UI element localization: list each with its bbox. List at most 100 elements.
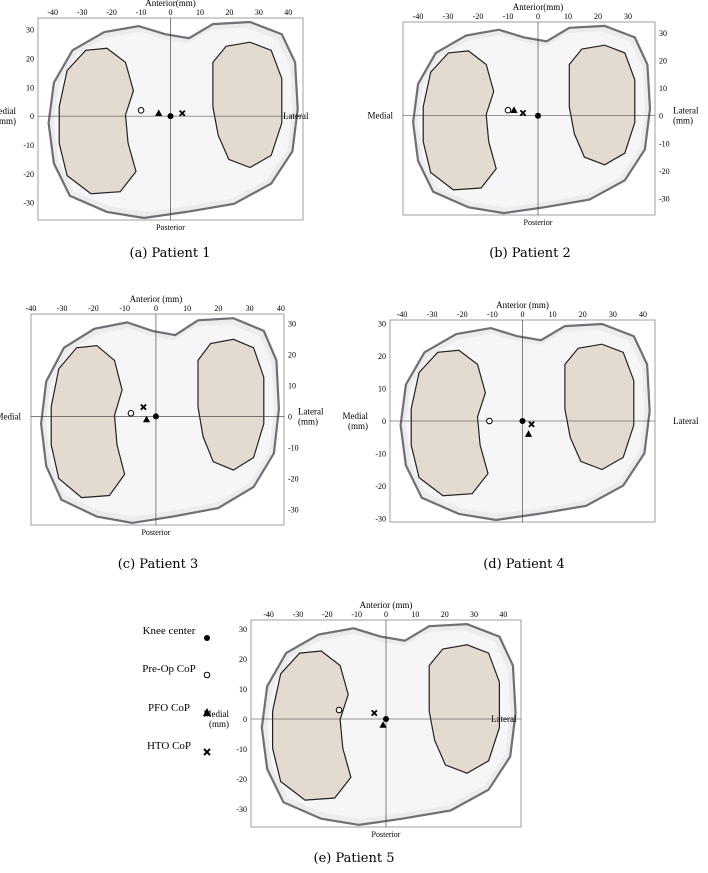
y-tick-label: -20 <box>288 474 299 483</box>
x-tick-label: 0 <box>536 12 540 21</box>
y-tick-label: 20 <box>26 54 34 63</box>
y-tick-label: -30 <box>236 805 247 814</box>
x-tick-label: 30 <box>624 12 632 21</box>
legend-label-hto-cop: HTO CoP <box>146 740 192 752</box>
x-tick-label: 10 <box>183 304 191 313</box>
x-tick-label: -30 <box>293 610 304 619</box>
y-tick-label: 0 <box>243 715 247 724</box>
lateral-contact-area <box>212 41 283 169</box>
posterior-label: Posterior <box>372 830 401 839</box>
x-tick-label: 20 <box>441 610 449 619</box>
lateral-label: Lateral <box>283 111 309 121</box>
knee-center-marker <box>167 113 174 120</box>
x-tick-label: 10 <box>196 8 204 17</box>
y-tick-label: -10 <box>23 141 34 150</box>
medial-label: Medial <box>343 411 369 421</box>
lateral-contact-area <box>564 343 635 471</box>
tibial-plateau <box>47 20 299 220</box>
preop-cop-marker <box>137 107 145 114</box>
x-tick-label: -20 <box>457 310 468 319</box>
x-tick-label: -40 <box>47 8 58 17</box>
x-tick-label: -10 <box>487 310 498 319</box>
x-tick-label: -10 <box>136 8 147 17</box>
x-tick-label: 40 <box>284 8 292 17</box>
y-tick-label: 30 <box>288 319 296 328</box>
hto-cop-marker <box>179 109 186 117</box>
x-tick-label: -10 <box>119 304 130 313</box>
y-tick-label: 10 <box>378 384 386 393</box>
x-tick-label: 20 <box>214 304 222 313</box>
pfo-cop-marker <box>155 109 163 117</box>
anterior-label: Anterior (mm) <box>360 600 413 610</box>
x-tick-label: -30 <box>427 310 438 319</box>
medial-label: (mm) <box>348 421 368 431</box>
medial-label: Medial <box>0 411 21 421</box>
preop-cop-marker <box>335 706 343 714</box>
knee-center-marker <box>152 413 159 420</box>
caption-patient-2: (b) Patient 2 <box>489 246 571 261</box>
x-tick-label: 20 <box>225 8 233 17</box>
lateral-contact-area <box>197 338 265 471</box>
x-tick-label: 10 <box>564 12 572 21</box>
anterior-label: Anterior (mm) <box>130 294 183 304</box>
x-tick-label: -20 <box>88 304 99 313</box>
y-tick-label: 30 <box>26 26 34 35</box>
medial-label: (mm) <box>0 116 16 126</box>
caption-patient-1: (a) Patient 1 <box>129 246 211 261</box>
x-tick-label: 10 <box>549 310 557 319</box>
tibial-plateau <box>411 24 652 215</box>
hto-cop-marker <box>371 709 378 717</box>
y-tick-label: -20 <box>23 170 34 179</box>
legend: Knee center Pre-Op CoP PFO CoP HTO CoP <box>140 625 220 785</box>
lateral-label: Lateral <box>673 106 699 116</box>
posterior-label: Posterior <box>156 223 185 232</box>
posterior-label: Posterior <box>524 218 553 227</box>
x-tick-label: 40 <box>499 610 507 619</box>
y-tick-label: 20 <box>239 655 247 664</box>
y-tick-label: 0 <box>382 417 386 426</box>
x-tick-label: 30 <box>470 610 478 619</box>
legend-marker-knee-center-icon <box>204 635 210 641</box>
knee-center-marker <box>383 716 389 722</box>
x-tick-label: 20 <box>579 310 587 319</box>
y-tick-label: -20 <box>375 482 386 491</box>
y-tick-label: 0 <box>288 412 292 421</box>
anterior-label: Anterior(mm) <box>145 0 195 8</box>
preop-cop-marker <box>504 106 512 114</box>
x-tick-label: 0 <box>521 310 525 319</box>
pfo-cop-marker <box>524 430 533 437</box>
x-tick-label: 30 <box>609 310 617 319</box>
y-tick-label: 10 <box>288 381 296 390</box>
y-tick-label: -30 <box>375 515 386 524</box>
y-tick-label: -10 <box>288 443 299 452</box>
hto-cop-marker <box>528 421 535 428</box>
y-tick-label: 10 <box>239 685 247 694</box>
x-tick-label: 40 <box>639 310 647 319</box>
tibial-plateau <box>39 317 281 525</box>
legend-label-knee-center: Knee center <box>142 625 196 637</box>
x-tick-label: -40 <box>26 304 37 313</box>
legend-label-preop-cop: Pre-Op CoP <box>142 663 196 675</box>
y-tick-label: -20 <box>659 167 670 176</box>
lateral-label: Lateral <box>491 714 517 724</box>
pfo-cop-marker <box>379 721 387 728</box>
y-tick-label: 20 <box>288 350 296 359</box>
hto-cop-marker <box>140 403 147 411</box>
lateral-contact-area <box>568 44 636 166</box>
tibial-plateau <box>260 622 517 827</box>
y-tick-label: 0 <box>30 112 34 121</box>
legend-marker-preop-cop-icon <box>203 671 211 679</box>
x-tick-label: 30 <box>246 304 254 313</box>
y-tick-label: 10 <box>659 84 667 93</box>
medial-contact-area <box>410 349 489 497</box>
x-tick-label: -30 <box>77 8 88 17</box>
y-tick-label: 30 <box>378 319 386 328</box>
legend-marker-hto-cop-icon <box>203 748 211 756</box>
lateral-label: Lateral <box>298 406 324 416</box>
y-tick-label: 20 <box>659 57 667 66</box>
medial-contact-area <box>272 650 352 801</box>
